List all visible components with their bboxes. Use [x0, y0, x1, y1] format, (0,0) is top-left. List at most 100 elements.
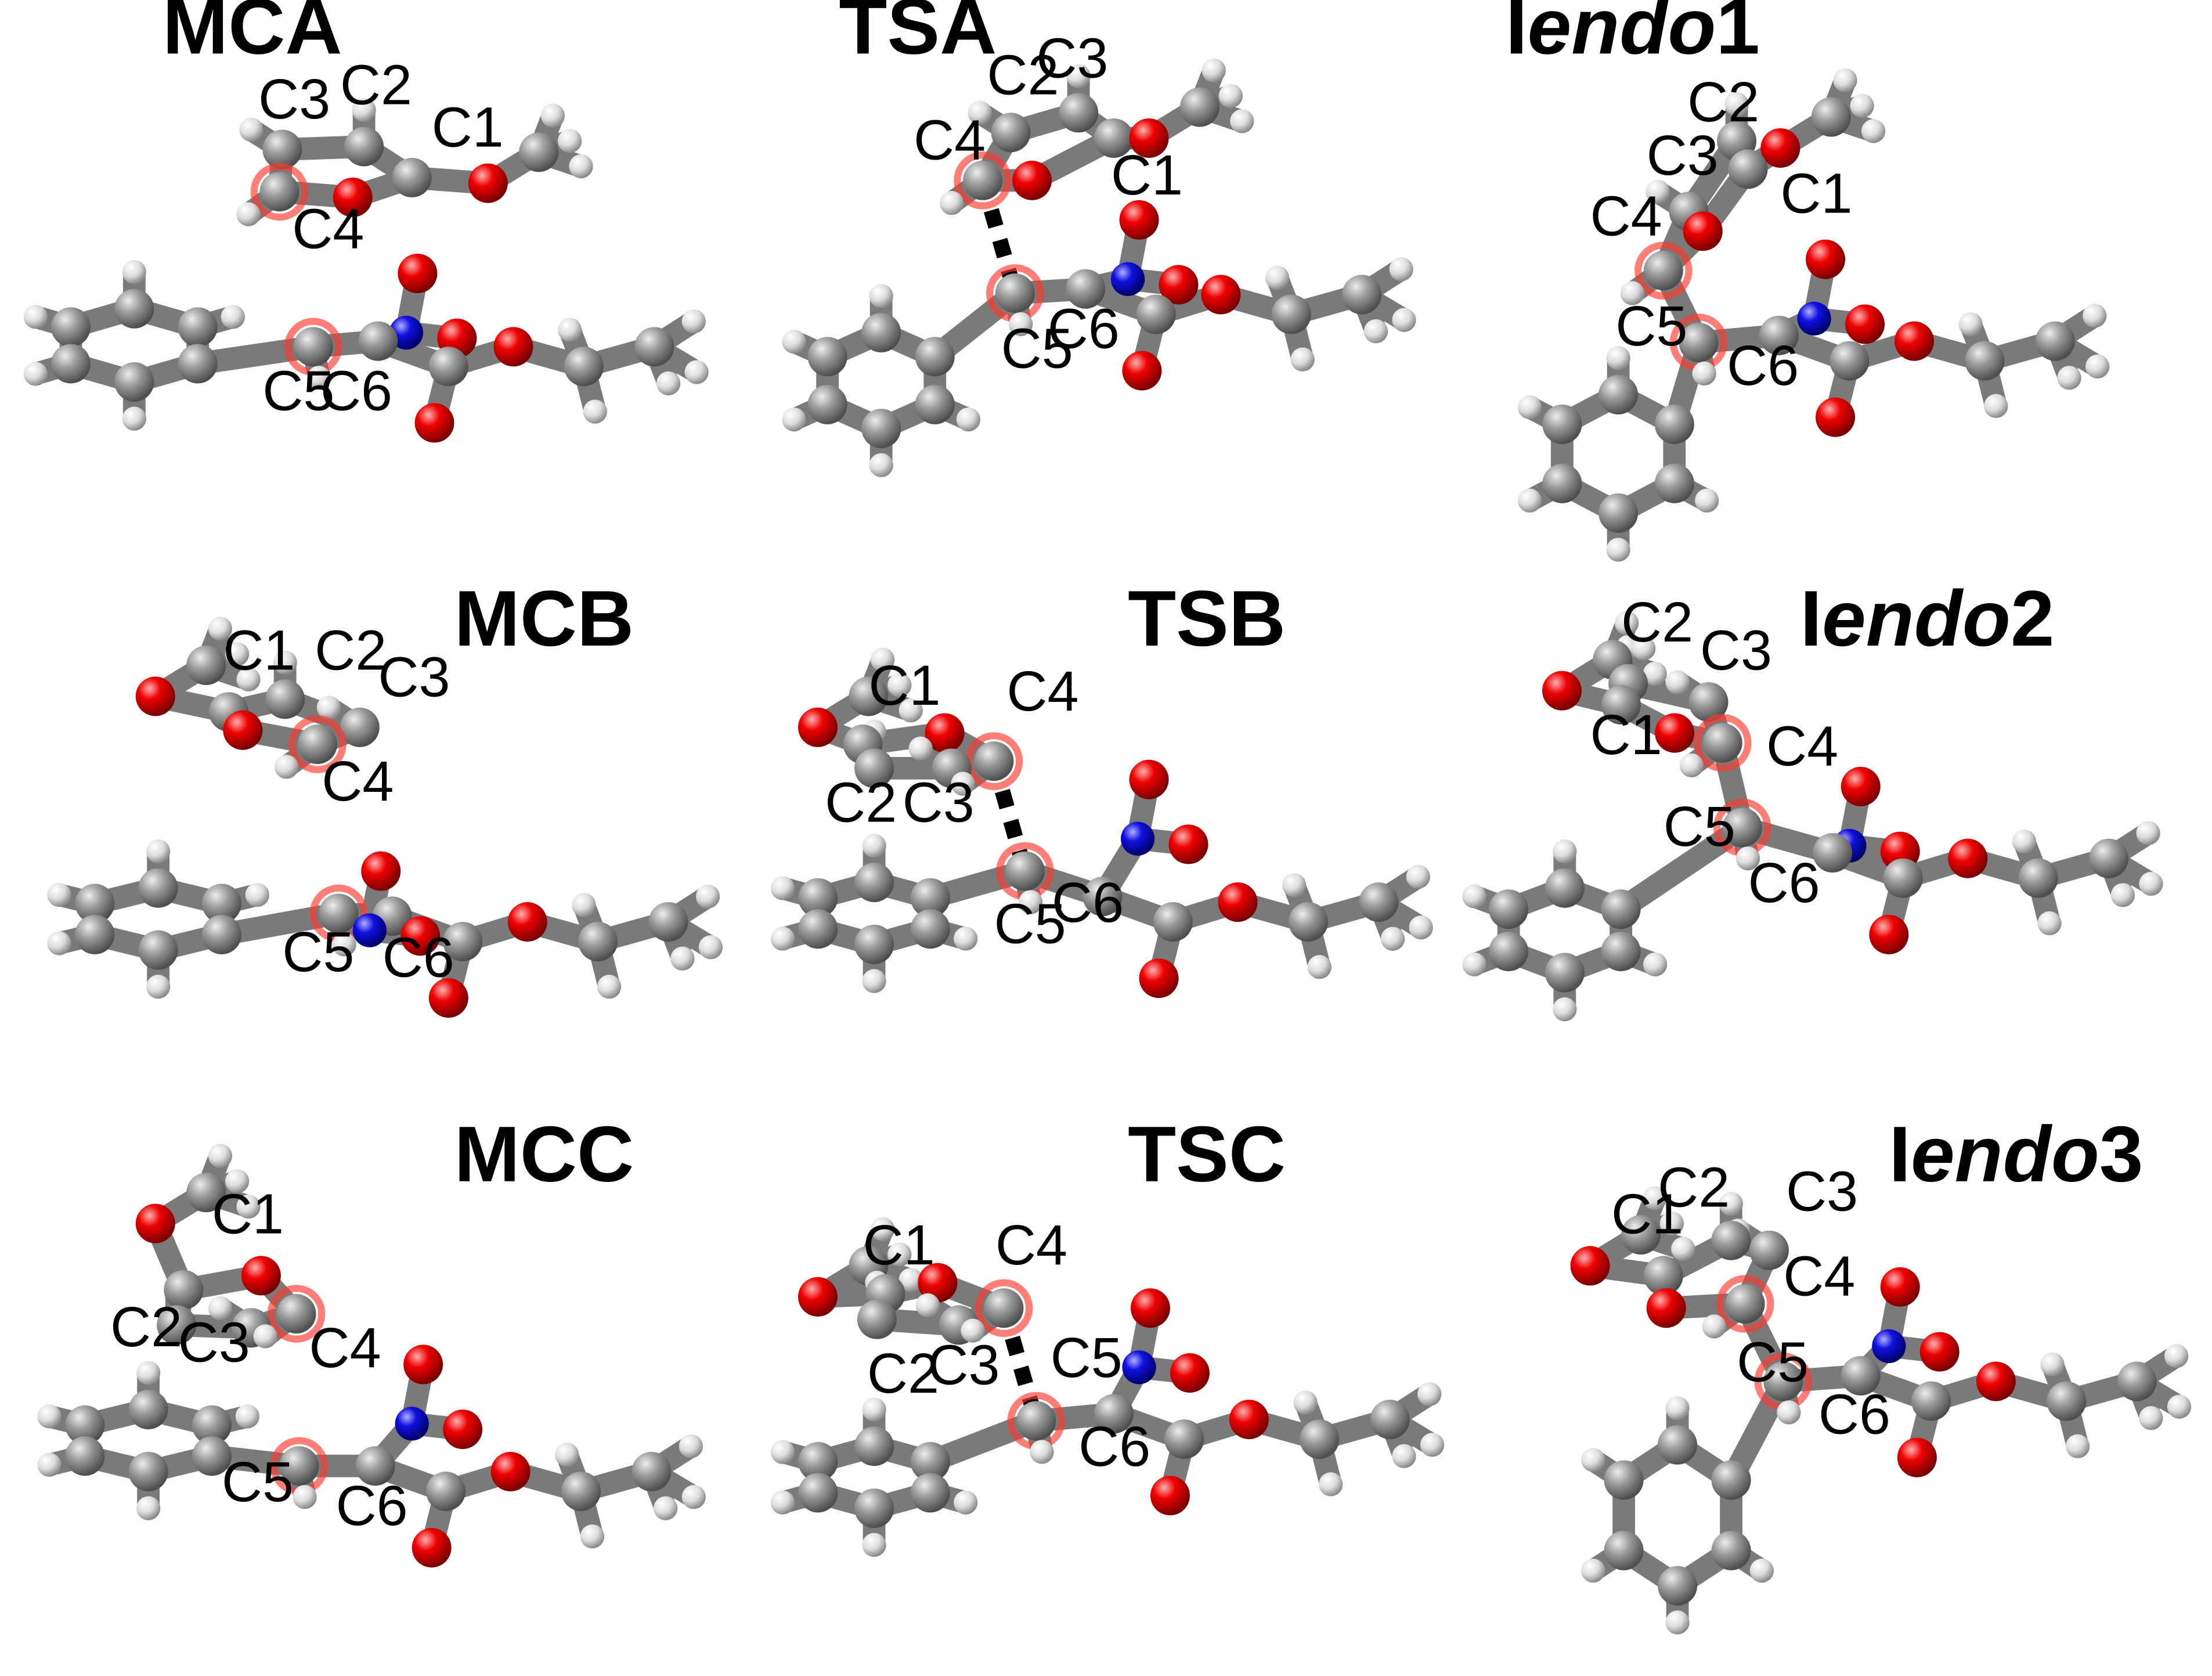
- hydrogen-atom: [2085, 354, 2110, 379]
- title-prefix: I: [1506, 0, 1528, 70]
- oxygen-atom: [1919, 1332, 1960, 1372]
- carbon-atom: [50, 307, 91, 347]
- hydrogen-atom: [908, 736, 933, 760]
- carbon-atom: [798, 1441, 838, 1482]
- hydrogen-atom: [679, 1434, 703, 1458]
- hydrogen-atom: [580, 1524, 605, 1549]
- hydrogen-atom: [871, 647, 895, 672]
- carbon-atom: [428, 347, 468, 387]
- atom-label: C1: [212, 1183, 284, 1246]
- oxygen-atom: [798, 1277, 838, 1317]
- atom-label: C5: [222, 1450, 294, 1513]
- carbon-atom: [915, 337, 955, 377]
- hydrogen-atom: [1290, 347, 1315, 372]
- carbon-atom: [358, 321, 398, 361]
- oxygen-atom: [428, 978, 468, 1018]
- carbon-atom: [991, 113, 1031, 153]
- hydrogen-atom: [698, 935, 723, 960]
- carbon-atom: [1300, 1419, 1340, 1459]
- carbon-atom: [2047, 1381, 2087, 1421]
- hydrogen-atom: [1606, 346, 1630, 370]
- carbon-atom: [128, 1390, 168, 1430]
- carbon-atom: [1601, 931, 1641, 971]
- hydrogen-atom: [1230, 109, 1254, 134]
- hydrogen-atom: [273, 650, 297, 675]
- hydrogen-atom: [569, 154, 593, 179]
- atom-label: C1: [1590, 703, 1662, 766]
- atom-label: C6: [1818, 1382, 1890, 1446]
- carbon-atom: [1271, 294, 1311, 334]
- atom-label: C2: [825, 771, 897, 834]
- atom-layer: [23, 58, 2192, 1635]
- oxygen-atom: [1806, 239, 1846, 279]
- hydrogen-atom: [915, 1293, 940, 1318]
- atom-label: C4: [292, 197, 364, 260]
- atom-label: C1: [1780, 162, 1852, 225]
- hydrogen-atom: [1517, 395, 1542, 420]
- hydrogen-atom: [225, 641, 250, 666]
- hydrogen-atom: [968, 100, 992, 125]
- hydrogen-atom: [2037, 911, 2062, 936]
- carbon-atom: [75, 884, 115, 924]
- carbon-atom: [1711, 1530, 1751, 1570]
- hydrogen-atom: [1553, 839, 1577, 864]
- hydrogen-atom: [1724, 92, 1749, 117]
- hydrogen-atom: [1850, 93, 1874, 118]
- hydrogen-atom: [208, 617, 233, 641]
- panel-title: MCA: [163, 0, 342, 70]
- oxygen-atom: [1976, 1361, 2016, 1401]
- carbon-atom: [1016, 1401, 1056, 1441]
- hydrogen-atom: [583, 399, 607, 424]
- panel-title: Iendo1: [1506, 0, 1760, 70]
- hydrogen-atom: [1265, 265, 1290, 290]
- oxygen-atom: [333, 177, 373, 217]
- carbon-atom: [634, 327, 674, 367]
- hydrogen-atom: [122, 259, 146, 284]
- atom-label: C4: [914, 108, 986, 171]
- atom-label: C2: [867, 1342, 939, 1405]
- carbon-atom: [178, 344, 218, 384]
- carbon-atom: [519, 132, 559, 172]
- carbon-atom: [279, 1446, 319, 1486]
- oxygen-atom: [1139, 958, 1179, 999]
- carbon-atom: [861, 409, 901, 449]
- atom-label: C6: [1052, 871, 1124, 934]
- hydrogen-atom: [557, 318, 582, 342]
- oxygen-atom: [507, 902, 547, 942]
- carbon-atom: [857, 1299, 897, 1339]
- oxygen-atom: [1229, 1400, 1269, 1440]
- bond: [210, 902, 350, 946]
- carbon-atom: [201, 914, 241, 954]
- hydrogen-atom: [352, 98, 376, 122]
- hydrogen-atom: [1018, 890, 1043, 914]
- oxygen-atom: [241, 1256, 281, 1296]
- oxygen-atom: [400, 916, 441, 956]
- hydrogen-atom: [887, 1242, 912, 1267]
- nitrogen-atom: [1120, 821, 1155, 856]
- carbon-atom: [910, 909, 950, 949]
- carbon-atom: [1679, 323, 1719, 363]
- carbon-atom: [259, 172, 299, 212]
- hydrogen-atom: [540, 103, 565, 128]
- hydrogen-atom: [1643, 952, 1668, 976]
- oxygen-atom: [1895, 321, 1935, 361]
- hydrogen-atom: [2040, 1352, 2065, 1377]
- reactive-carbon-highlight: [288, 715, 347, 773]
- hydrogen-atom: [898, 1268, 923, 1292]
- atom-label: C3: [903, 771, 975, 834]
- oxygen-atom: [1845, 304, 1885, 344]
- carbon-atom: [1965, 341, 2005, 381]
- carbon-atom: [798, 1473, 838, 1513]
- atom-label: C5: [1001, 317, 1073, 380]
- atom-label: C2: [340, 53, 412, 117]
- hydrogen-atom: [2083, 304, 2107, 328]
- atom-label: C5: [1737, 1331, 1809, 1394]
- carbon-atom: [2117, 1361, 2157, 1401]
- atom-label: C4: [995, 1213, 1067, 1277]
- hydrogen-atom: [862, 1533, 886, 1557]
- nitrogen-atom: [395, 1407, 429, 1441]
- hydrogen-atom: [47, 931, 71, 956]
- oxygen-atom: [414, 403, 454, 443]
- carbon-atom: [1711, 1460, 1751, 1500]
- carbon-atom: [1005, 851, 1045, 891]
